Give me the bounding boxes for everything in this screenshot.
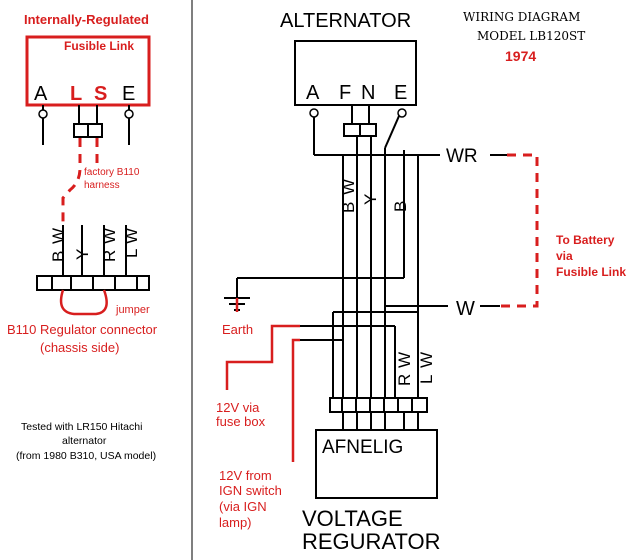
regulator-title-2: REGURATOR bbox=[302, 529, 441, 554]
ign-label-4: lamp) bbox=[219, 515, 252, 530]
wr-line-label: WR bbox=[446, 146, 478, 167]
wire-label-b: B bbox=[339, 202, 358, 213]
diagram-title-2: MODEL LB120ST bbox=[477, 29, 585, 43]
reg-wl-w: W bbox=[417, 352, 436, 368]
regulator-title-1: VOLTAGE bbox=[302, 506, 403, 531]
post-e bbox=[124, 109, 134, 119]
alt-terminal-e: E bbox=[394, 82, 407, 104]
post-a bbox=[38, 109, 48, 119]
battery-label-1: To Battery bbox=[556, 233, 615, 247]
wire-label-y: Y bbox=[361, 194, 380, 205]
pin-wl-w: W bbox=[122, 228, 141, 244]
battery-link-dash bbox=[500, 153, 539, 308]
pin-wl-l: L bbox=[122, 249, 141, 258]
terminal-l: L bbox=[70, 83, 82, 105]
alt-terminal-f: F bbox=[339, 82, 351, 104]
ign-label-3: (via IGN bbox=[219, 499, 267, 514]
regulator-plug bbox=[329, 397, 428, 413]
left-title: Internally-Regulated bbox=[24, 12, 149, 27]
connector-wire-labels: W B Y W R W L bbox=[49, 228, 141, 262]
reg-wr-w: W bbox=[395, 352, 414, 368]
earth-label: Earth bbox=[222, 322, 253, 337]
pin-wr-w: W bbox=[100, 228, 119, 244]
pin-wb-b: B bbox=[49, 251, 68, 262]
alt-post-e bbox=[397, 108, 407, 118]
battery-label-2: via bbox=[556, 249, 573, 263]
w-line-label: W bbox=[456, 298, 475, 320]
alt-terminal-a: A bbox=[306, 82, 320, 104]
harness-wire-labels: W B Y B bbox=[339, 179, 410, 213]
diagram-year: 1974 bbox=[505, 48, 536, 64]
diagram-title-1: WIRING DIAGRAM bbox=[463, 10, 580, 24]
pin-y: Y bbox=[73, 249, 92, 260]
harness-label-1: factory B110 bbox=[84, 167, 140, 178]
ign-switch-feed bbox=[291, 338, 300, 462]
terminal-a: A bbox=[34, 83, 48, 105]
jumper-wire bbox=[59, 289, 108, 316]
ign-label-2: IGN switch bbox=[219, 483, 282, 498]
terminal-e: E bbox=[122, 83, 135, 105]
pin-wb-w: W bbox=[49, 228, 68, 244]
fuse-label-2: fuse box bbox=[216, 414, 266, 429]
pin-wr-r: R bbox=[100, 250, 119, 262]
regulator-terminals: AFNELIG bbox=[322, 437, 403, 458]
tested-note-2: alternator bbox=[62, 435, 107, 447]
harness-dash-1 bbox=[61, 138, 82, 225]
alternator-title: ALTERNATOR bbox=[280, 10, 411, 32]
jumper-label: jumper bbox=[115, 304, 150, 316]
reg-wl-l: L bbox=[417, 375, 436, 384]
wire-label-w: W bbox=[339, 179, 358, 195]
terminal-s: S bbox=[94, 83, 107, 105]
alt-terminal-n: N bbox=[361, 82, 375, 104]
connector-caption-1: B110 Regulator connector bbox=[7, 322, 158, 337]
ign-label-1: 12V from bbox=[219, 468, 272, 483]
reg-wr-r: R bbox=[395, 374, 414, 386]
fuse-label-1: 12V via bbox=[216, 400, 260, 415]
regulator-wire-labels: W R W L bbox=[395, 352, 436, 386]
battery-label-3: Fusible Link bbox=[556, 265, 626, 279]
connector-caption-2: (chassis side) bbox=[40, 340, 119, 355]
fusible-link-label: Fusible Link bbox=[64, 39, 134, 53]
wire-label-b2: B bbox=[391, 201, 410, 212]
harness-label-2: harness bbox=[84, 180, 120, 191]
alternator-box bbox=[294, 40, 417, 106]
alternator-plug-box bbox=[25, 35, 151, 107]
regulator-box bbox=[315, 429, 438, 499]
fuse-box-feed bbox=[225, 324, 300, 390]
tested-note-3: (from 1980 B310, USA model) bbox=[16, 450, 156, 462]
tested-note-1: Tested with LR150 Hitachi bbox=[21, 421, 142, 433]
alt-post-a bbox=[309, 108, 319, 118]
